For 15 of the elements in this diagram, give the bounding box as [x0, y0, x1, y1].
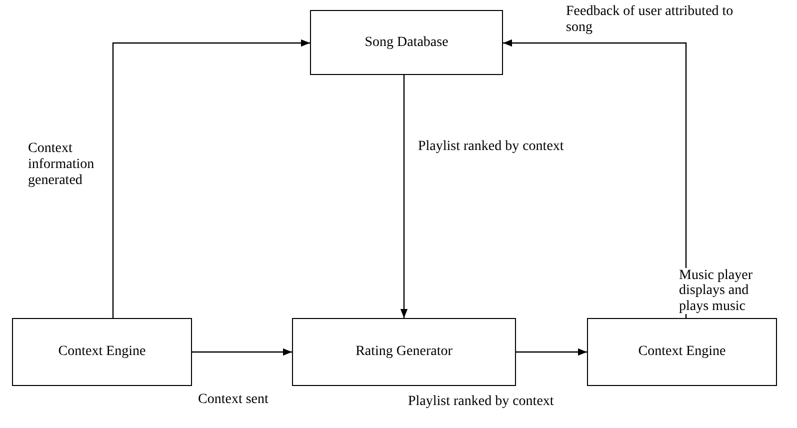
- arrow: [192, 348, 292, 356]
- edge-label: Playlist ranked by context: [408, 394, 554, 410]
- node-label: Song Database: [364, 34, 448, 50]
- process-box: [292, 318, 516, 386]
- process-box: [587, 318, 777, 386]
- process-box: [12, 318, 192, 386]
- node-label: Context Engine: [638, 344, 726, 360]
- arrow: [112, 39, 310, 318]
- arrow: [503, 39, 687, 318]
- node-label: Rating Generator: [356, 344, 452, 360]
- process-box: [310, 10, 503, 75]
- edge-label: Playlist ranked by context: [418, 139, 564, 156]
- node-label: Context Engine: [58, 344, 146, 360]
- arrow: [400, 75, 408, 318]
- arrow: [516, 348, 587, 356]
